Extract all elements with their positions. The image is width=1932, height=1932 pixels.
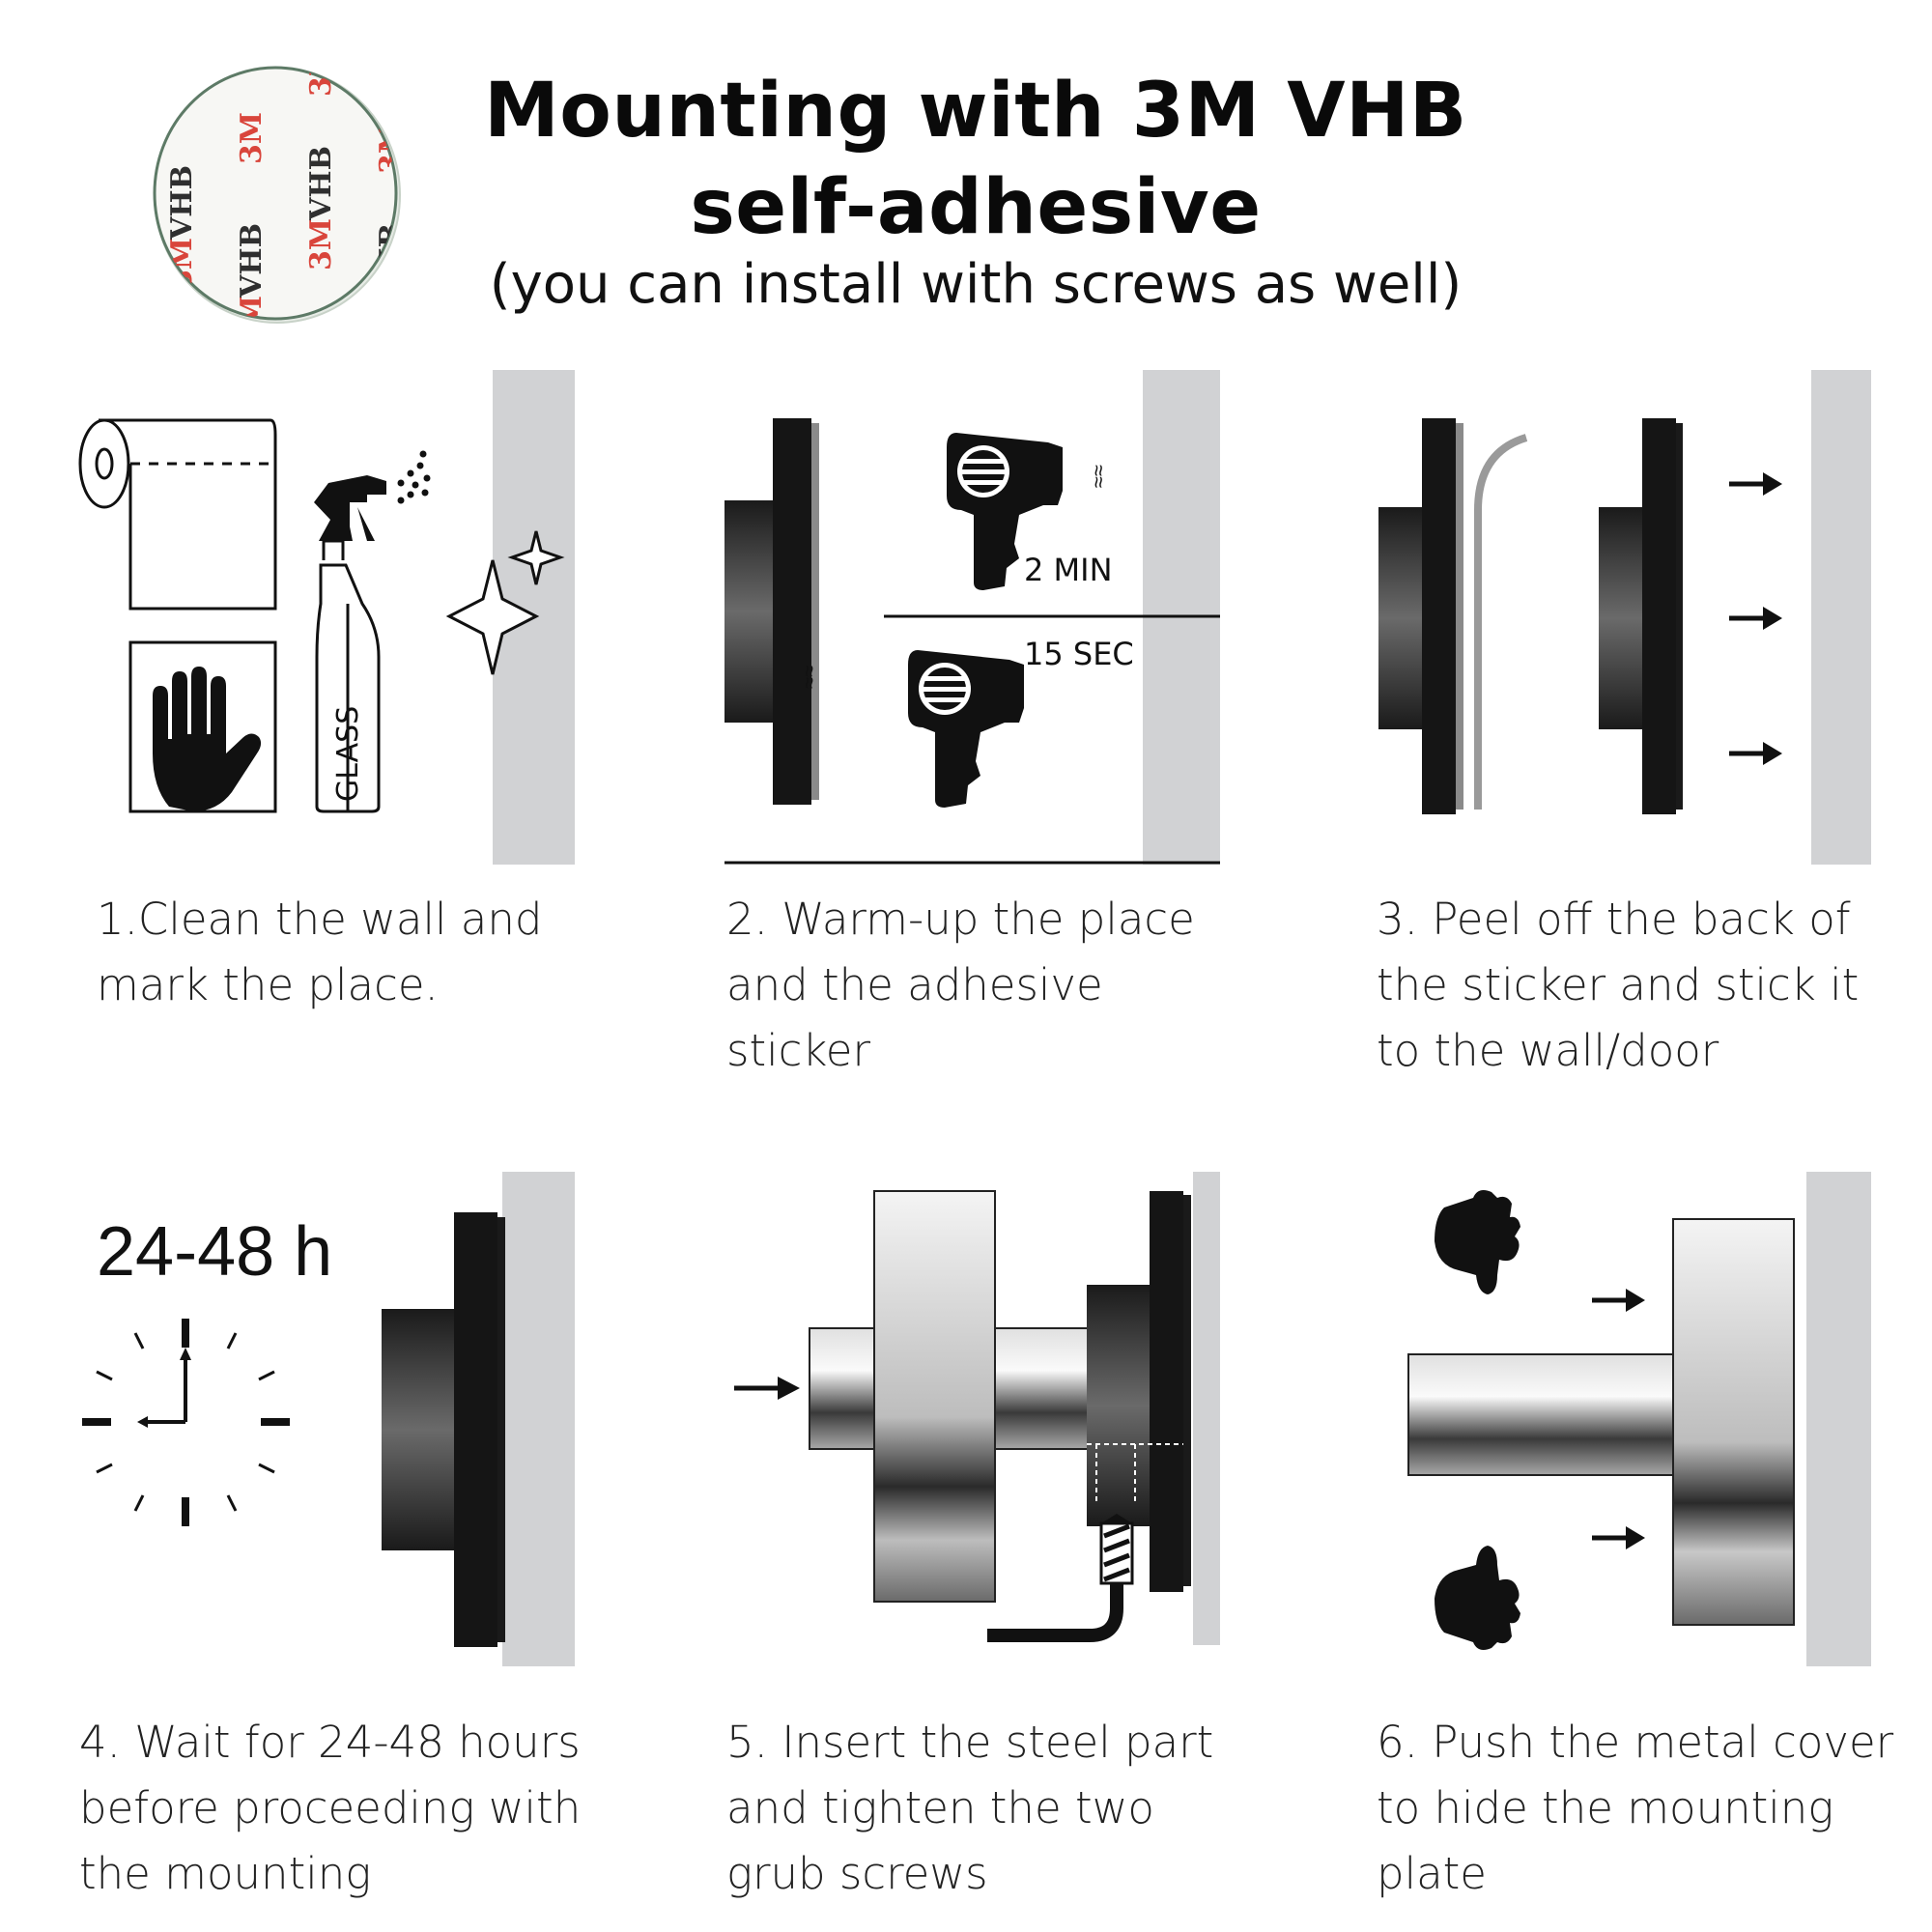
title-line-1: Mounting with 3M VHB <box>484 68 1467 155</box>
title-line-2: self-adhesive <box>690 164 1262 251</box>
push-arrows <box>1729 472 1782 765</box>
allen-key-icon <box>987 1583 1123 1642</box>
step-1-text: 1.Clean the wall and mark the place. <box>97 894 543 1010</box>
bottle-label: GLASS <box>331 706 365 802</box>
subtitle: (you can install with screws as well) <box>489 253 1463 316</box>
svg-text:VHB: VHB <box>304 146 338 221</box>
push-cover-illustration <box>1407 1190 1795 1650</box>
insert-steel-part-illustration <box>734 1190 1191 1642</box>
clock-icon <box>82 1319 290 1526</box>
hair-dryer-icon <box>908 650 1024 808</box>
wall-panel-6 <box>1806 1172 1871 1666</box>
svg-text:VHB: VHB <box>235 223 269 298</box>
sparkle-icon <box>507 530 565 585</box>
svg-text:3M: 3M <box>165 238 199 290</box>
svg-text:3M: 3M <box>304 218 338 270</box>
step-5-text: 5. Insert the steel part and tighten the… <box>726 1717 1214 1899</box>
step-6-text: 6. Push the metal cover to hide the moun… <box>1377 1717 1894 1899</box>
wait-label: 24-48 h <box>97 1213 333 1291</box>
thumb-icon <box>1435 1546 1520 1650</box>
peel-and-stick-illustration <box>1378 418 1782 814</box>
step-2-text: 2. Warm-up the place and the adhesive st… <box>726 894 1195 1076</box>
svg-text:3M: 3M <box>374 296 406 328</box>
warm-time-wall: 2 MIN <box>1024 552 1113 588</box>
hair-dryer-icon <box>947 433 1063 590</box>
thumb-icon <box>1435 1190 1520 1294</box>
svg-text:3M: 3M <box>304 58 338 97</box>
sparkle-icon <box>445 559 540 675</box>
svg-text:VHB: VHB <box>165 165 199 241</box>
spray-trigger-icon <box>314 475 386 541</box>
mounted-plate-illustration <box>382 1212 505 1647</box>
svg-text:3M: 3M <box>235 112 269 164</box>
grub-screw-icon <box>1099 1514 1134 1585</box>
hand-icon <box>153 667 262 811</box>
svg-text:3M: 3M <box>235 296 269 328</box>
step-4-text: 4. Wait for 24-48 hours before proceedin… <box>79 1717 582 1899</box>
wall-panel-5 <box>1193 1172 1220 1645</box>
warm-time-sticker: 15 SEC <box>1024 636 1134 672</box>
step-3-text: 3. Peel off the back of the sticker and … <box>1377 894 1860 1076</box>
svg-text:≈≈: ≈≈ <box>797 666 821 689</box>
wall-panel-3 <box>1811 370 1871 865</box>
warm-up-illustration: ≈≈ 2 MIN 15 SEC ≈≈ <box>724 418 1220 865</box>
clean-wall-illustration: GLASS <box>78 418 565 813</box>
wall-panel-4 <box>502 1172 575 1666</box>
svg-text:≈≈: ≈≈ <box>1087 465 1111 488</box>
